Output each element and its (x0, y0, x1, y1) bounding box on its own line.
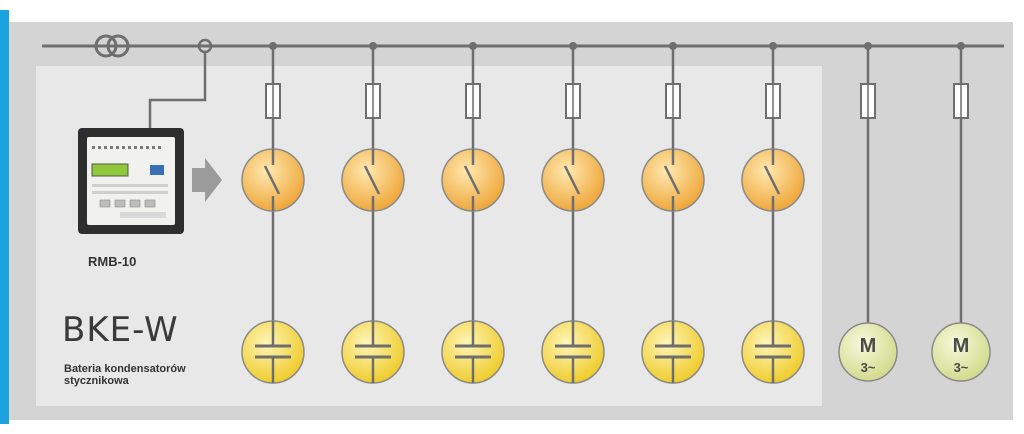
controller-logo-icon (150, 165, 164, 175)
capacitor-icon (241, 320, 305, 384)
motor-phase-label: 3~ (861, 360, 876, 375)
fuse-icon (765, 83, 781, 119)
contactor-icon (641, 148, 705, 212)
fuse-icon (860, 83, 876, 119)
motor-branch: M 3~ (838, 42, 898, 382)
capacitor-branch (641, 42, 705, 384)
controller-device (78, 128, 184, 234)
motor-phase-label: 3~ (954, 360, 969, 375)
capacitor-branch (441, 42, 505, 384)
fuse-icon (465, 83, 481, 119)
fuse-icon (665, 83, 681, 119)
capacitor-branch (541, 42, 605, 384)
contactor-icon (441, 148, 505, 212)
fuse-icon (265, 83, 281, 119)
capacitor-icon (741, 320, 805, 384)
motor-symbol: M (860, 335, 877, 357)
system-title: BKE-W (62, 310, 179, 350)
capacitor-branch (741, 42, 805, 384)
capacitor-icon (641, 320, 705, 384)
motor-symbol: M (953, 335, 970, 357)
capacitor-branch (241, 42, 305, 384)
motor-icon: M 3~ (838, 322, 898, 382)
accent-bar (0, 10, 9, 424)
contactor-icon (341, 148, 405, 212)
contactor-icon (541, 148, 605, 212)
motor-icon: M 3~ (931, 322, 991, 382)
contactor-icon (741, 148, 805, 212)
capacitor-icon (341, 320, 405, 384)
contactor-icon (241, 148, 305, 212)
control-arrow-icon (192, 158, 222, 202)
controller-display (91, 163, 129, 177)
fuse-icon (953, 83, 969, 119)
fuse-icon (565, 83, 581, 119)
capacitor-icon (541, 320, 605, 384)
capacitor-branch (341, 42, 405, 384)
controller-leds (92, 146, 161, 149)
system-description: Bateria kondensatorów stycznikowa (64, 363, 234, 387)
motor-branch: M 3~ (931, 42, 991, 382)
controller-buttons (99, 199, 156, 208)
capacitor-icon (441, 320, 505, 384)
fuse-icon (365, 83, 381, 119)
system-description-line1: Bateria kondensatorów (64, 363, 186, 375)
current-transformer-icon (94, 34, 130, 58)
controller-label: RMB-10 (88, 254, 137, 269)
measurement-wire (148, 52, 207, 130)
system-description-line2: stycznikowa (64, 375, 129, 387)
